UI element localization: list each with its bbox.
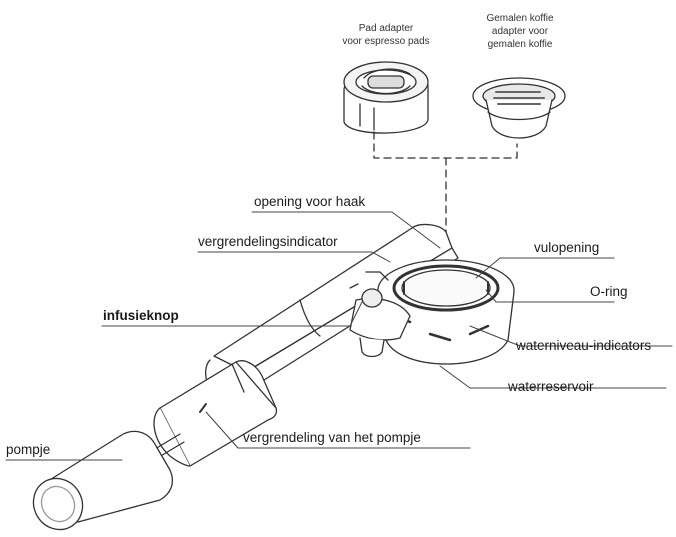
pad-adapter-caption: Pad adapter voor espresso pads: [330, 22, 442, 48]
ground-adapter-caption-line1: Gemalen koffie: [464, 12, 576, 25]
pad-adapter-caption-line2: voor espresso pads: [330, 35, 442, 48]
pad-adapter-caption-line1: Pad adapter: [330, 22, 442, 35]
label-hook-opening: opening voor haak: [254, 195, 365, 209]
label-infusion-knob: infusieknop: [103, 309, 179, 323]
label-fill-opening: vulopening: [534, 241, 599, 255]
ground-adapter-illustration: [473, 78, 565, 138]
label-lock-indicator: vergrendelingsindicator: [198, 235, 338, 249]
label-o-ring: O-ring: [590, 285, 628, 299]
ground-adapter-caption: Gemalen koffie adapter voor gemalen koff…: [464, 12, 576, 51]
label-water-tank: waterreservoir: [508, 380, 594, 394]
ground-adapter-caption-line2: adapter voor: [464, 25, 576, 38]
ground-adapter-caption-line3: gemalen koffie: [464, 38, 576, 51]
pad-adapter-illustration: [344, 62, 428, 133]
label-pump: pompje: [6, 443, 50, 457]
label-water-level: waterniveau-indicators: [516, 339, 651, 353]
label-pump-lock: vergrendeling van het pompje: [243, 431, 421, 445]
device-body: [24, 225, 514, 537]
